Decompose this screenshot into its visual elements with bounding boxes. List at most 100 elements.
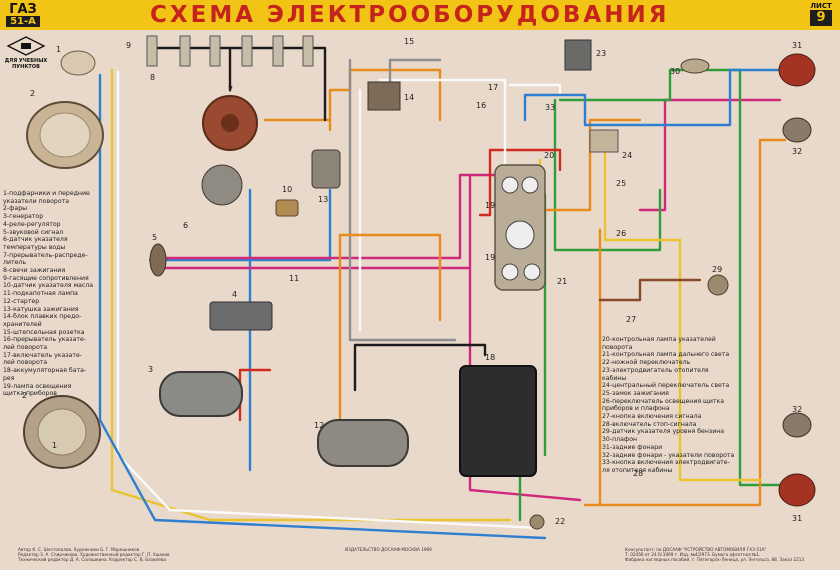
central-light-switch xyxy=(589,129,619,153)
sheet-badge: ЛИСТ 9 xyxy=(810,2,832,26)
legend-item: 13-катушка зажигания xyxy=(3,305,79,313)
label-33: 33 xyxy=(545,103,555,112)
legend-item: хранителей xyxy=(3,320,42,328)
label-8: 8 xyxy=(150,73,155,82)
ignition-coil xyxy=(311,149,341,189)
legend-item: 12-стартер xyxy=(3,297,40,305)
legend-item: 10-датчик указателя масла xyxy=(3,282,94,290)
label-12: 12 xyxy=(314,421,324,430)
footer-print-info: Консультант: по ДОСААФ "УСТРОЙСТВО АВТОМ… xyxy=(625,547,804,562)
legend-left: 1-подфарники и передние указатели поворо… xyxy=(3,190,93,398)
foot-switch xyxy=(529,514,545,530)
label-25: 25 xyxy=(616,179,626,188)
label-31-top: 31 xyxy=(792,41,802,50)
legend-item: 15-штепсельная розетка xyxy=(3,328,85,336)
wire-orange-right xyxy=(538,118,787,507)
headlamp-left-bottom xyxy=(23,395,101,469)
label-23: 23 xyxy=(596,49,606,58)
starter xyxy=(317,419,409,467)
legend-item: 23-электродвигатель отопителя xyxy=(602,366,709,374)
seal-icon xyxy=(6,36,46,56)
rear-lamps-bottom xyxy=(778,412,816,507)
logo-top: ГАЗ xyxy=(9,2,37,17)
label-5: 5 xyxy=(152,233,157,242)
wire-brown-lower xyxy=(598,278,702,302)
label-32-top: 32 xyxy=(792,147,802,156)
legend-item: 25-замок зажигания xyxy=(602,389,669,397)
label-15: 15 xyxy=(404,37,414,46)
legend-item: 4-реле-регулятор xyxy=(3,220,61,228)
wire-yellow-left xyxy=(110,68,512,522)
wire-white-harness xyxy=(358,78,562,332)
label-18: 18 xyxy=(485,353,495,362)
title-band xyxy=(0,0,840,30)
footer-author-line: Редактор З. А. Спирчикова. Художественны… xyxy=(18,552,170,557)
label-3: 3 xyxy=(148,365,153,374)
legend-item: кабины xyxy=(602,374,627,382)
component-numbers: 1 2 3 4 5 6 7 8 9 10 11 12 13 14 15 16 1… xyxy=(22,37,802,526)
label-10: 10 xyxy=(282,185,292,194)
legend-item: 8-свечи зажигания xyxy=(3,267,66,275)
sheet-number: 9 xyxy=(810,10,832,26)
wire-white-left xyxy=(116,70,542,530)
label-28: 28 xyxy=(633,469,643,478)
legend-item: 6-датчик указателя xyxy=(3,236,68,244)
legend-item: 21-контрольная лампа дальнего света xyxy=(602,351,730,359)
legend-item: 3-генератор xyxy=(3,213,44,221)
legend-item: 17-включатель указате- xyxy=(3,351,82,359)
sheet-label: ЛИСТ xyxy=(810,2,832,10)
legend-item: ля отопителя кабины xyxy=(602,466,673,474)
spark-plugs xyxy=(146,35,314,67)
label-13: 13 xyxy=(318,195,328,204)
legend-item: 7-прерыватель-распреде- xyxy=(3,251,88,259)
legend-item: литель xyxy=(3,259,26,267)
gaz-logo: ГАЗ 51-А xyxy=(6,3,40,29)
legend-item: 14-блок плавких предо- xyxy=(3,313,82,321)
label-1-bottom: 1 xyxy=(52,441,57,450)
label-21: 21 xyxy=(557,277,567,286)
label-19-top: 19 xyxy=(485,201,495,210)
wire-black-top xyxy=(148,46,327,122)
label-24: 24 xyxy=(622,151,632,160)
legend-item: лей поворота xyxy=(3,359,48,367)
legend-item: 16-прерыватель указате- xyxy=(3,336,87,344)
battery xyxy=(459,365,537,477)
footer-publisher: ИЗДАТЕЛЬСТВО ДОСААФ·МОСКВА 1969 xyxy=(345,547,432,552)
wire-orange-lower xyxy=(338,233,442,422)
page-title: СХЕМА ЭЛЕКТРООБОРУДОВАНИЯ xyxy=(150,2,670,28)
label-31-bottom: 31 xyxy=(792,514,802,523)
oil-sensor xyxy=(275,199,299,217)
wire-blue-left xyxy=(98,73,547,540)
legend-item: 5-звуковой сигнал xyxy=(3,228,64,236)
legend-item: температуры воды xyxy=(3,243,66,251)
label-20: 20 xyxy=(544,151,554,160)
legend-item: 29-датчик указателя уровня бензина xyxy=(602,428,725,436)
wire-gray-harness xyxy=(348,58,457,342)
footer-print-line: Фабрика наглядных пособий. г. Пятигорск-… xyxy=(625,557,805,562)
legend-item: 9-гасящие сопротивления xyxy=(3,274,89,282)
footer-authors: Автор К. С. Шестопалов. Художники Б. Г. … xyxy=(18,547,170,562)
footer-author-line: Автор К. С. Шестопалов. Художники Б. Г. … xyxy=(18,547,140,552)
legend-item: лей поворота xyxy=(3,344,48,352)
sidelamp-left-top xyxy=(60,50,96,76)
label-29: 29 xyxy=(712,265,722,274)
legend-item: 1-подфарники и передние xyxy=(3,190,90,197)
headlamp-left-top xyxy=(26,101,104,169)
label-14: 14 xyxy=(404,93,414,102)
legend-item: 33-кнопка включения электродвигате- xyxy=(602,459,730,467)
label-2: 2 xyxy=(30,89,35,98)
legend-item: 18-аккумуляторная бата- xyxy=(3,367,87,375)
label-1: 1 xyxy=(56,45,61,54)
label-9: 9 xyxy=(126,41,131,50)
cab-lamp xyxy=(680,58,710,74)
legend-item: щитка приборов xyxy=(3,390,57,398)
label-16: 16 xyxy=(476,101,486,110)
wire-magenta-top xyxy=(163,173,502,260)
legend-item: 30-плафон xyxy=(602,436,638,444)
label-2-bottom: 2 xyxy=(22,391,27,400)
logo-bottom: 51-А xyxy=(6,16,40,27)
legend-item: поворота xyxy=(602,343,633,351)
fuse-block xyxy=(367,81,401,111)
